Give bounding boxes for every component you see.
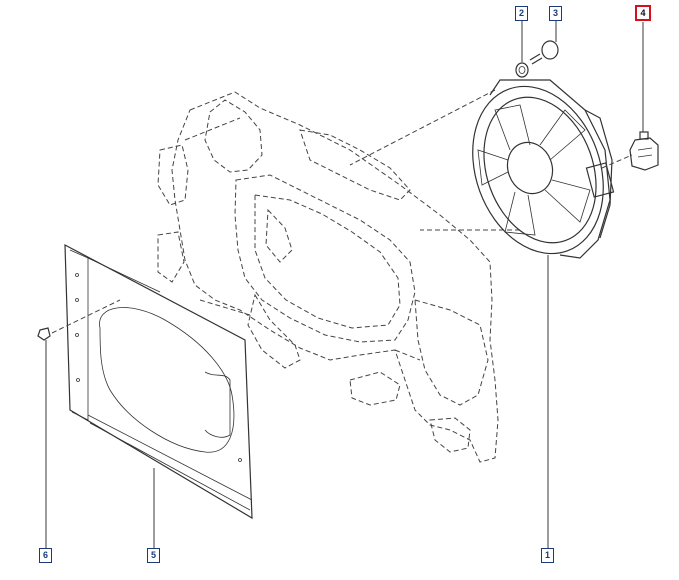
screw-part bbox=[37, 299, 121, 341]
nut-part bbox=[515, 62, 529, 78]
assembly-line-upper bbox=[349, 89, 496, 166]
callout-3[interactable]: 3 bbox=[549, 6, 562, 21]
callout-6[interactable]: 6 bbox=[39, 548, 52, 563]
front-end-carrier bbox=[157, 91, 499, 463]
callout-2[interactable]: 2 bbox=[515, 6, 528, 21]
connector-part bbox=[629, 131, 659, 171]
bolt-part bbox=[529, 40, 559, 65]
fan-assembly bbox=[472, 79, 633, 259]
callout-1[interactable]: 1 bbox=[541, 548, 554, 563]
callout-5[interactable]: 5 bbox=[147, 548, 160, 563]
callout-4-selected[interactable]: 4 bbox=[635, 5, 651, 21]
air-deflector-shroud bbox=[64, 243, 253, 520]
